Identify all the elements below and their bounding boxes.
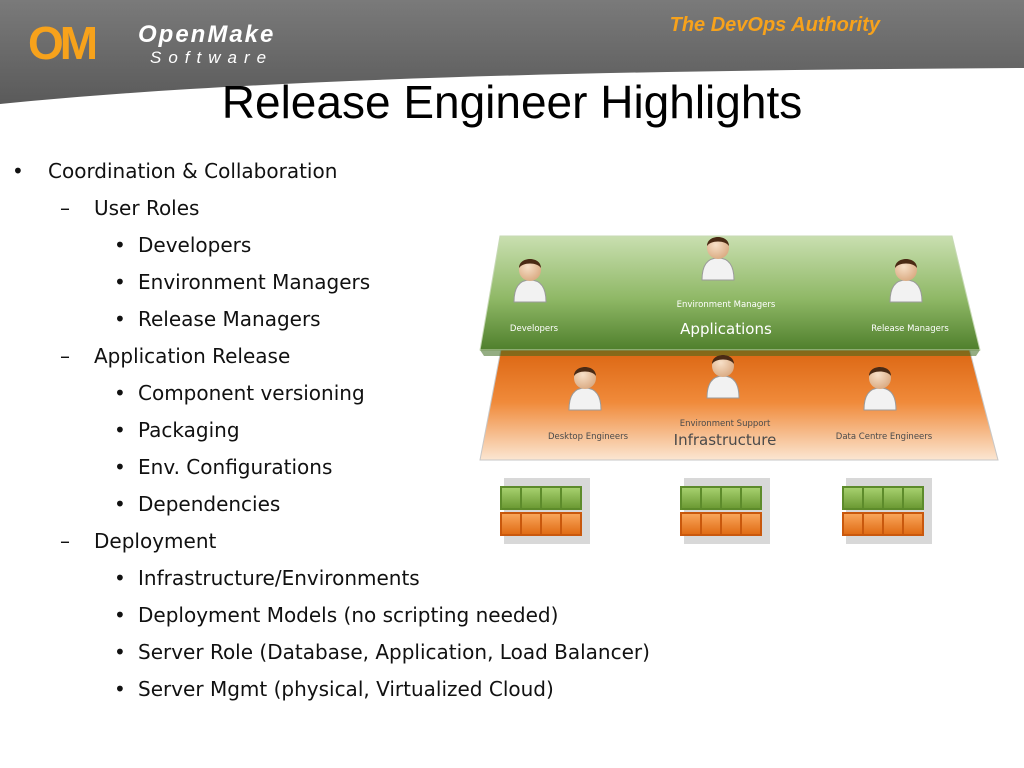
server-stack: [842, 478, 932, 544]
outline-item: •Deployment Models (no scripting needed): [114, 603, 559, 627]
person-icon: [568, 367, 602, 411]
role-label: Environment Support: [680, 419, 771, 429]
role-label: Desktop Engineers: [548, 432, 629, 442]
outline-item: –Application Release: [60, 344, 291, 368]
outline-item: •Infrastructure/Environments: [114, 566, 420, 590]
server-stack: [680, 478, 770, 544]
outline-item: •Packaging: [114, 418, 240, 442]
person-icon: [513, 259, 547, 303]
person-icon: [889, 259, 923, 303]
outline-item: –Deployment: [60, 529, 217, 553]
logo-name: OpenMake: [138, 21, 276, 48]
outline-item: •Release Managers: [114, 307, 321, 331]
outline-item: •Developers: [114, 233, 252, 257]
outline-item: •Server Role (Database, Application, Loa…: [114, 640, 650, 664]
outline-item: •Component versioning: [114, 381, 365, 405]
header-banner: [0, 0, 1024, 104]
roles-layer-diagram: Developers Environment Managers Applicat…: [479, 235, 999, 544]
outline-item: •Env. Configurations: [114, 455, 333, 479]
layer-label: Applications: [680, 320, 772, 338]
outline-item: –User Roles: [60, 196, 200, 220]
outline-item: •Server Mgmt (physical, Virtualized Clou…: [114, 677, 554, 701]
role-label: Data Centre Engineers: [836, 432, 933, 442]
logo-mark: OM: [28, 17, 98, 69]
role-label: Environment Managers: [677, 300, 776, 310]
role-label: Release Managers: [871, 324, 949, 334]
server-stack: [500, 478, 590, 544]
layer-label: Infrastructure: [674, 431, 777, 449]
logo-subtitle: Software: [150, 48, 274, 67]
role-label: Developers: [510, 324, 559, 334]
outline-item: •Dependencies: [114, 492, 281, 516]
outline-item: •Coordination & Collaboration: [12, 159, 338, 183]
tagline: The DevOps Authority: [669, 14, 880, 36]
person-icon: [701, 237, 735, 281]
slide-title: Release Engineer Highlights: [221, 76, 803, 128]
outline-item: •Environment Managers: [114, 270, 371, 294]
person-icon: [706, 355, 740, 399]
person-icon: [863, 367, 897, 411]
openmake-logo: OM OpenMake Software: [28, 14, 298, 74]
